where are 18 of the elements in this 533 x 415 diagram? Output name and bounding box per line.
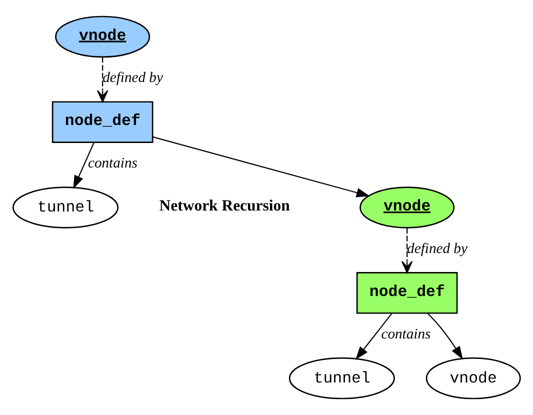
edge-label: contains — [88, 156, 138, 172]
arrow — [152, 136, 370, 198]
edge-label: contains — [381, 326, 431, 342]
arrow — [355, 312, 392, 360]
node-ellipse: vnode — [426, 357, 521, 400]
node-ellipse: tunnel — [12, 186, 119, 228]
edge-label: defined by — [102, 70, 163, 86]
node-box: node_def — [356, 272, 458, 314]
label: Network Recursion — [159, 198, 290, 215]
arrow — [427, 312, 464, 360]
arrow — [96, 57, 108, 102]
edge-label: defined by — [407, 240, 468, 257]
node-box: node_def — [52, 101, 154, 144]
node-ellipse: tunnel — [288, 357, 395, 400]
node-ellipse: vnode — [360, 186, 455, 228]
arrow — [73, 142, 94, 190]
node-ellipse: vnode — [55, 16, 150, 58]
arrow — [401, 228, 413, 274]
